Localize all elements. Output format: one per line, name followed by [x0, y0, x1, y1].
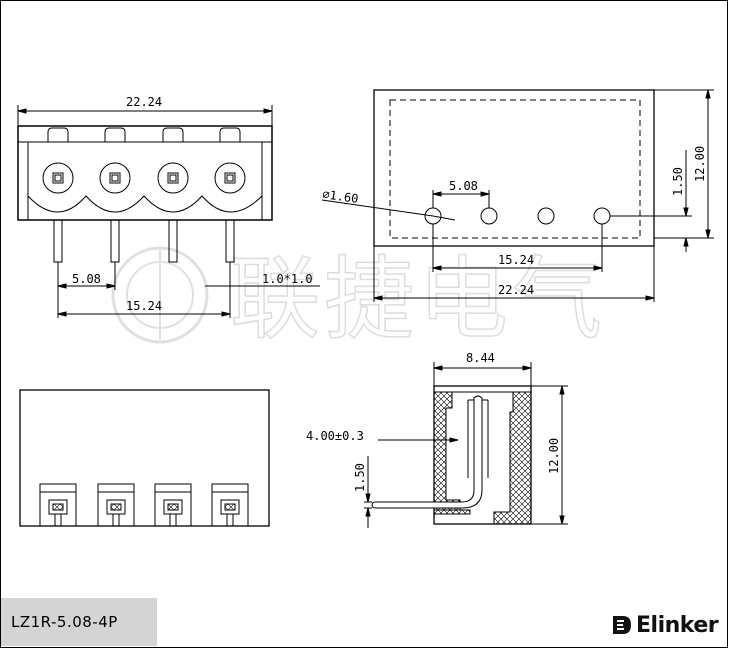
watermark-text: 联捷电气 [230, 247, 606, 352]
side-height-label: 12.00 [547, 438, 561, 474]
top-depth-label: 12.00 [693, 146, 707, 182]
side-view [364, 362, 568, 528]
part-number-label: LZ1R-5.08-4P [1, 598, 157, 646]
top-overall-width-label: 22.24 [498, 283, 534, 297]
top-pin-offset-label: 1.50 [671, 167, 685, 196]
side-pin-offset-label: 1.50 [353, 463, 367, 492]
front-overall-width-label: 22.24 [126, 95, 162, 109]
elinker-logo-icon [613, 616, 631, 634]
top-span-label: 15.24 [498, 253, 534, 267]
rear-view [19, 389, 270, 527]
top-view [321, 89, 714, 302]
front-pin-size-label: 1.0*1.0 [262, 272, 313, 286]
side-pin-length-label: 4.00±0.3 [306, 429, 364, 443]
brand-name: Elinker [636, 612, 719, 638]
front-pitch-label: 5.08 [72, 272, 101, 286]
hole-diameter-label: ⌀1.60 [322, 187, 360, 206]
front-span-label: 15.24 [126, 299, 162, 313]
side-width-label: 8.44 [466, 351, 495, 365]
top-pitch-label: 5.08 [449, 179, 478, 193]
brand-logo: Elinker [611, 610, 719, 640]
front-view [17, 105, 320, 318]
watermark: 联捷电气 [111, 246, 606, 353]
